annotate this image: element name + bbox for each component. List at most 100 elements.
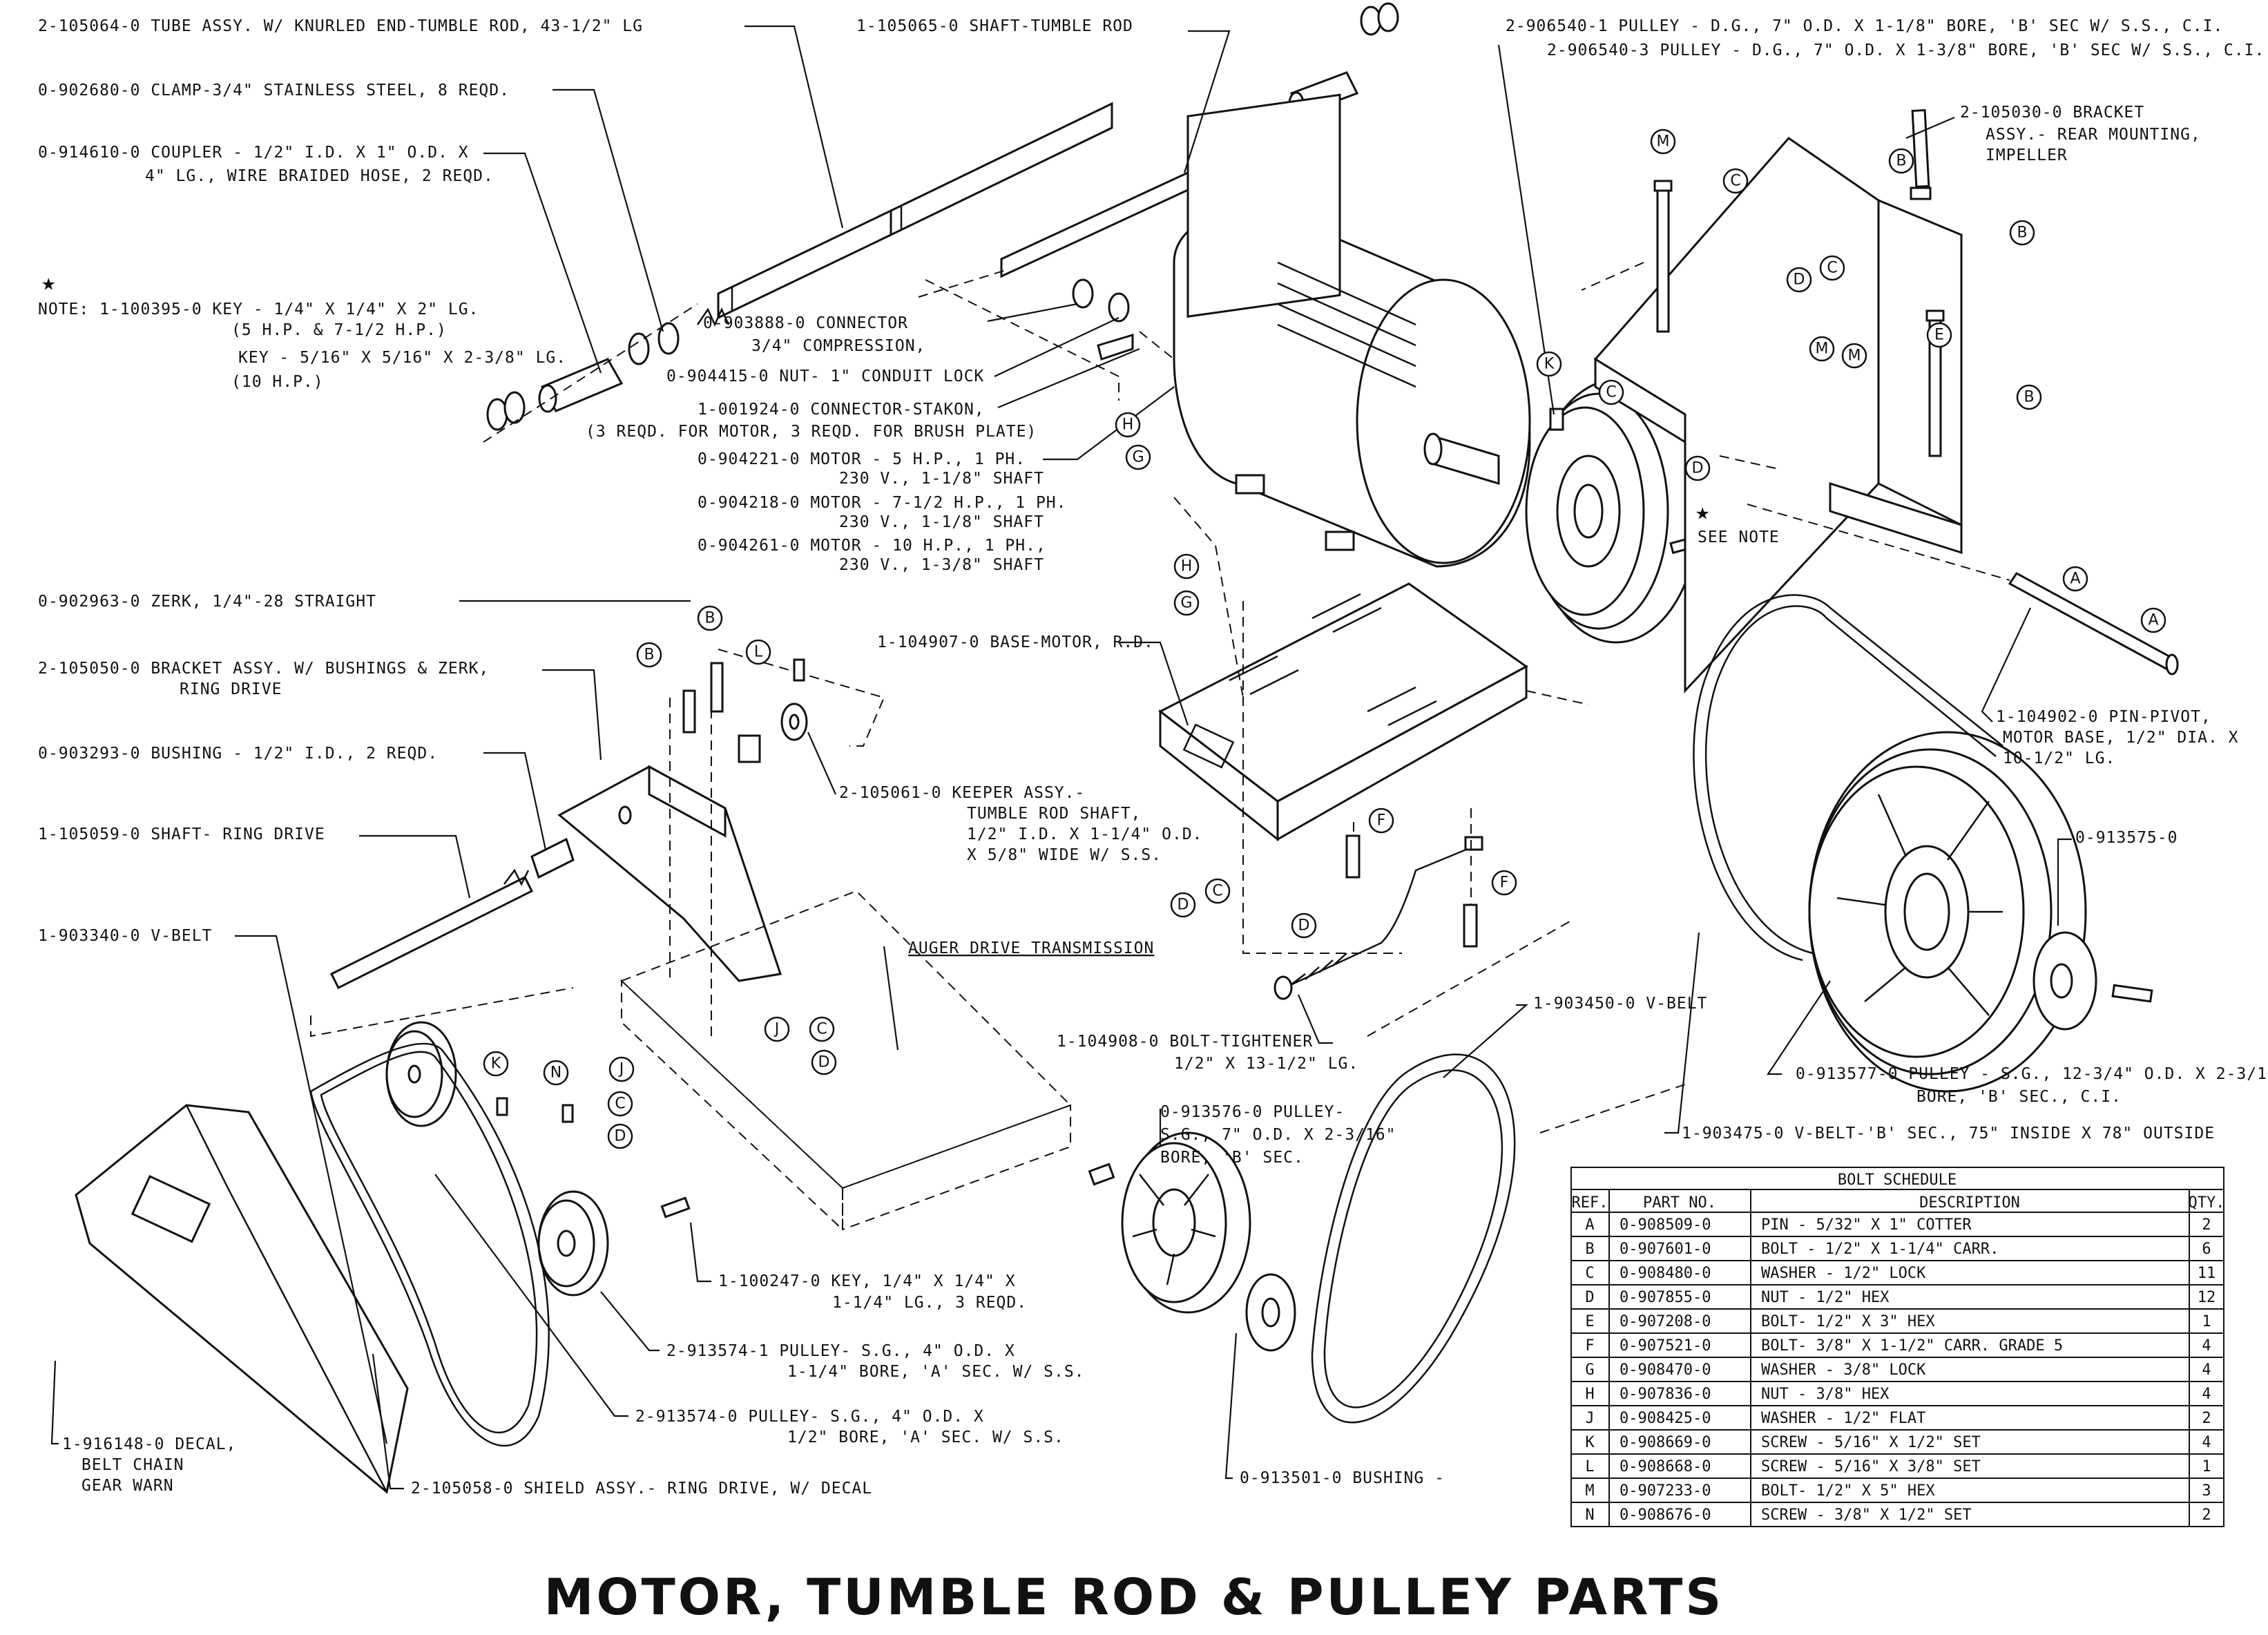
- label-motor10-line2: 230 V., 1-3/8" SHAFT: [839, 556, 1044, 574]
- cell-ref: M: [1585, 1482, 1594, 1500]
- ring-drive-shaft: [329, 837, 575, 990]
- cell-qty: 4: [2202, 1361, 2211, 1379]
- part-labels: 2-105064-0 TUBE ASSY. W/ KNURLED END-TUM…: [38, 17, 2268, 1498]
- svg-text:B: B: [1896, 153, 1906, 170]
- label-shaft-ring: 1-105059-0 SHAFT- RING DRIVE: [38, 825, 325, 843]
- cell-description: WASHER - 1/2" FLAT: [1761, 1410, 1925, 1427]
- cell-description: SCREW - 3/8" X 1/2" SET: [1761, 1507, 1972, 1524]
- cell-ref: G: [1585, 1361, 1594, 1379]
- keeper-assy: [738, 702, 808, 763]
- callout-c-6: C: [607, 1091, 633, 1117]
- label-keeper-line1: 2-105061-0 KEEPER ASSY.-: [839, 784, 1085, 802]
- label-bracket-rear-line2: ASSY.- REAR MOUNTING,: [1986, 126, 2201, 144]
- callout-m-2: M: [1809, 336, 1835, 362]
- cell-ref: A: [1585, 1216, 1594, 1234]
- label-decal-line3: GEAR WARN: [81, 1477, 174, 1495]
- callout-b-1: B: [1888, 148, 1914, 174]
- callout-c-4: C: [1204, 878, 1231, 904]
- svg-text:E: E: [1934, 327, 1944, 344]
- svg-text:H: H: [1122, 417, 1134, 434]
- label-motor75-line1: 0-904218-0 MOTOR - 7-1/2 H.P., 1 PH.: [698, 494, 1067, 512]
- callout-f-1: F: [1368, 807, 1394, 834]
- label-note-line4: (10 H.P.): [231, 373, 324, 391]
- callout-d-2: D: [1684, 455, 1711, 481]
- label-keeper-line2: TUMBLE ROD SHAFT,: [967, 805, 1141, 823]
- label-coupler-line2: 4" LG., WIRE BRAIDED HOSE, 2 REQD.: [145, 167, 494, 185]
- cell-part-no: 0-907208-0: [1620, 1313, 1711, 1330]
- label-decal-line1: 1-916148-0 DECAL,: [62, 1435, 236, 1453]
- callout-h-1: H: [1115, 412, 1141, 438]
- double-groove-pulley: [1525, 379, 1708, 644]
- label-pin-pivot-line3: 10-1/2" LG.: [2003, 749, 2115, 767]
- bolt-schedule-table: BOLT SCHEDULE REF. PART NO. DESCRIPTION …: [1570, 1167, 2225, 1527]
- label-pulley-sg7-line1: 0-913576-0 PULLEY-: [1160, 1103, 1345, 1121]
- callout-d-6: D: [607, 1123, 633, 1149]
- cell-ref: L: [1585, 1458, 1594, 1475]
- label-base-motor: 1-104907-0 BASE-MOTOR, R.D.: [877, 633, 1154, 651]
- label-pulley-4-half-line1: 2-913574-0 PULLEY- S.G., 4" O.D. X: [635, 1408, 984, 1426]
- cell-part-no: 0-908425-0: [1620, 1410, 1711, 1427]
- label-motor10-line1: 0-904261-0 MOTOR - 10 H.P., 1 PH.,: [698, 537, 1046, 555]
- cell-ref: F: [1585, 1337, 1594, 1355]
- cell-ref: N: [1585, 1507, 1594, 1524]
- label-pulley-sg7-line2: S.G., 7" O.D. X 2-3/16": [1160, 1126, 1396, 1144]
- cell-qty: 12: [2198, 1289, 2216, 1306]
- cell-ref: E: [1585, 1313, 1594, 1330]
- cell-description: NUT - 3/8" HEX: [1761, 1386, 1890, 1403]
- label-pulley-dg-3: 2-906540-3 PULLEY - D.G., 7" O.D. X 1-3/…: [1547, 41, 2265, 59]
- cell-description: SCREW - 5/16" X 3/8" SET: [1761, 1458, 1981, 1475]
- cell-description: PIN - 5/32" X 1" COTTER: [1761, 1216, 1972, 1234]
- cell-description: NUT - 1/2" HEX: [1761, 1289, 1890, 1306]
- label-nut-conduit: 0-904415-0 NUT- 1" CONDUIT LOCK: [666, 367, 984, 385]
- label-bracket-rear-line3: IMPELLER: [1986, 146, 2068, 164]
- callout-c-2: C: [1819, 255, 1845, 281]
- callout-bubbles: A A B B B B B C C C C C C D D D D D D E …: [483, 128, 2166, 1149]
- hub-913575: [2032, 931, 2153, 1031]
- leader-lines: [50, 25, 2072, 1490]
- cell-qty: 6: [2202, 1241, 2211, 1258]
- callout-e: E: [1926, 322, 1952, 348]
- cell-qty: 1: [2202, 1313, 2211, 1330]
- svg-text:B: B: [704, 610, 715, 627]
- label-see-note: SEE NOTE: [1698, 528, 1780, 546]
- label-pulley-4-ss-line1: 2-913574-1 PULLEY- S.G., 4" O.D. X: [666, 1342, 1015, 1360]
- label-keeper-line3: 1/2" I.D. X 1-1/4" O.D.: [967, 825, 1203, 843]
- svg-text:C: C: [816, 1021, 827, 1038]
- label-note-line2: (5 H.P. & 7-1/2 H.P.): [231, 321, 447, 339]
- pulley-7-inch: [1088, 1131, 1251, 1314]
- label-pulley-sg12-line1: 0-913577-0 PULLEY - S.G., 12-3/4" O.D. X…: [1796, 1065, 2268, 1083]
- svg-text:C: C: [1212, 883, 1222, 900]
- cell-part-no: 0-907521-0: [1620, 1337, 1711, 1355]
- label-key-100247-line2: 1-1/4" LG., 3 REQD.: [832, 1294, 1027, 1312]
- callout-j-1: J: [764, 1016, 790, 1042]
- cell-part-no: 0-907601-0: [1620, 1241, 1711, 1258]
- svg-text:L: L: [754, 644, 763, 661]
- callout-k-1: K: [1536, 351, 1562, 377]
- label-motor5-line1: 0-904221-0 MOTOR - 5 H.P., 1 PH.: [698, 450, 1026, 468]
- callout-n: N: [543, 1060, 569, 1086]
- label-vbelt-903340: 1-903340-0 V-BELT: [38, 927, 212, 945]
- header-qty: QTY.: [2189, 1194, 2225, 1212]
- svg-text:C: C: [1730, 173, 1740, 190]
- callout-b-3: B: [2016, 384, 2042, 410]
- cell-ref: D: [1585, 1289, 1594, 1306]
- svg-text:M: M: [1848, 347, 1861, 365]
- cell-part-no: 0-908480-0: [1620, 1265, 1711, 1282]
- cell-qty: 4: [2202, 1434, 2211, 1451]
- svg-text:G: G: [1132, 449, 1144, 466]
- cell-description: WASHER - 3/8" LOCK: [1761, 1361, 1926, 1379]
- svg-text:J: J: [773, 1021, 780, 1038]
- callout-l: L: [745, 639, 771, 665]
- tumble-rod-tube: [717, 102, 1113, 320]
- svg-text:B: B: [2024, 389, 2034, 406]
- svg-text:K: K: [1544, 356, 1555, 373]
- pivot-pin: [1747, 504, 2179, 676]
- svg-text:M: M: [1816, 341, 1829, 358]
- callout-c-1: C: [1722, 168, 1749, 194]
- callout-f-2: F: [1491, 870, 1517, 896]
